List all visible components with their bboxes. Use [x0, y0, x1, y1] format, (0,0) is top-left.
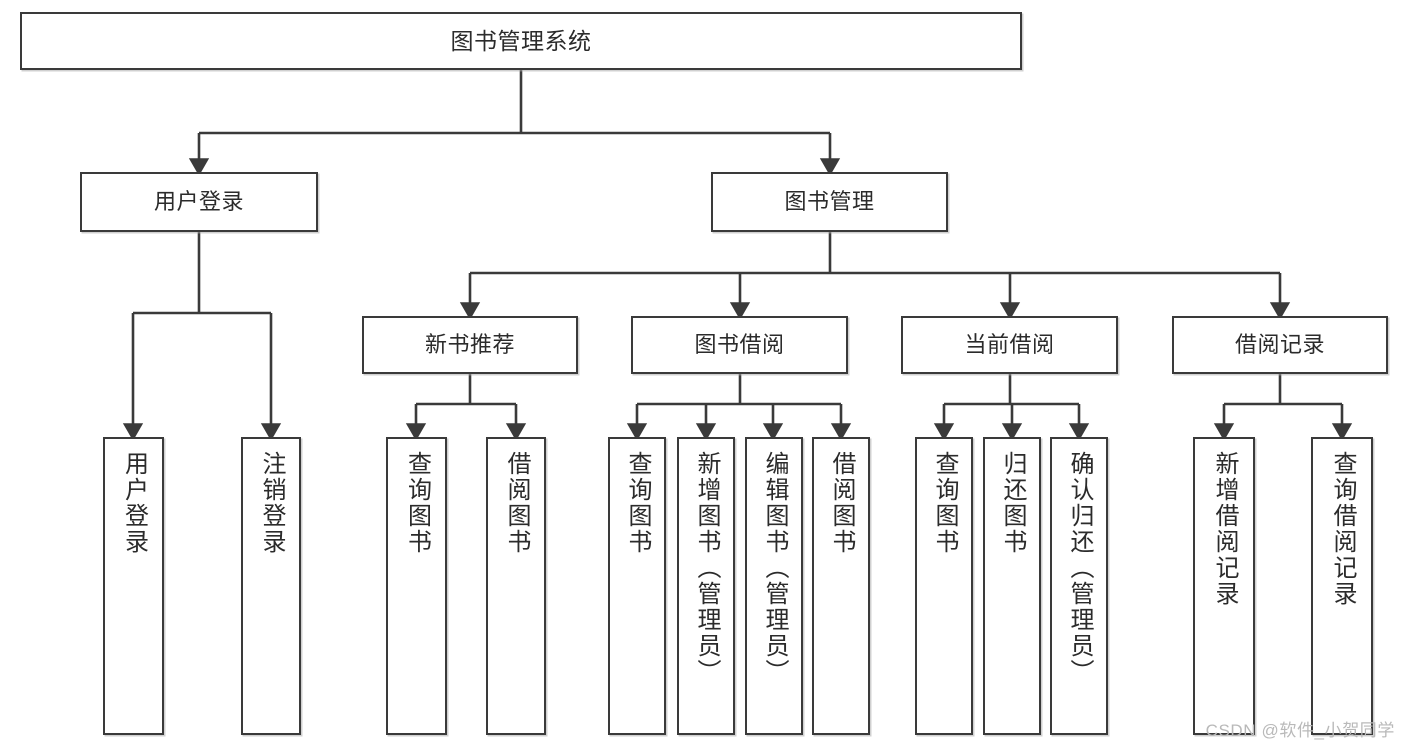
node-borrow-record[interactable]: 借阅记录	[1172, 316, 1388, 374]
node-label: 查询图书	[930, 451, 958, 555]
node-leaf-user-login[interactable]: 用户登录	[103, 437, 164, 735]
node-label: 查询图书	[403, 451, 431, 555]
node-label: 图书借阅	[694, 332, 785, 358]
node-leaf-borrow-book-2[interactable]: 借阅图书	[812, 437, 870, 735]
node-leaf-logout[interactable]: 注销登录	[241, 437, 301, 735]
node-leaf-edit-book[interactable]: 编辑图书（管理员）	[745, 437, 803, 735]
node-root-system[interactable]: 图书管理系统	[20, 12, 1022, 70]
node-leaf-query-book-2[interactable]: 查询图书	[608, 437, 666, 735]
node-label: 新增图书（管理员）	[692, 451, 720, 685]
node-label: 编辑图书（管理员）	[760, 451, 788, 685]
node-label: 确认归还（管理员）	[1065, 451, 1093, 685]
node-label: 图书管理	[784, 189, 875, 215]
node-label: 新增借阅记录	[1210, 451, 1238, 607]
node-label: 图书管理系统	[450, 27, 592, 54]
node-label: 新书推荐	[424, 332, 515, 358]
node-label: 注销登录	[257, 451, 285, 555]
node-label: 查询图书	[623, 451, 651, 555]
node-label: 借阅图书	[502, 451, 530, 555]
node-current-borrow[interactable]: 当前借阅	[901, 316, 1118, 374]
node-label: 用户登录	[153, 189, 244, 215]
node-leaf-confirm-return[interactable]: 确认归还（管理员）	[1050, 437, 1108, 735]
node-label: 借阅记录	[1234, 332, 1325, 358]
node-label: 借阅图书	[827, 451, 855, 555]
node-label: 用户登录	[120, 451, 148, 555]
node-book-borrow[interactable]: 图书借阅	[631, 316, 848, 374]
node-label: 查询借阅记录	[1328, 451, 1356, 607]
node-book-manage[interactable]: 图书管理	[711, 172, 948, 232]
node-leaf-add-book[interactable]: 新增图书（管理员）	[677, 437, 735, 735]
node-leaf-query-book-3[interactable]: 查询图书	[915, 437, 973, 735]
node-new-book-recommend[interactable]: 新书推荐	[362, 316, 578, 374]
node-leaf-query-book-1[interactable]: 查询图书	[386, 437, 447, 735]
node-leaf-return-book[interactable]: 归还图书	[983, 437, 1041, 735]
node-user-login[interactable]: 用户登录	[80, 172, 318, 232]
node-label: 当前借阅	[964, 332, 1055, 358]
node-leaf-query-record[interactable]: 查询借阅记录	[1311, 437, 1373, 735]
node-leaf-borrow-book-1[interactable]: 借阅图书	[486, 437, 546, 735]
node-label: 归还图书	[998, 451, 1026, 555]
node-leaf-add-record[interactable]: 新增借阅记录	[1193, 437, 1255, 735]
watermark-text: CSDN @软件_小贺同学	[1205, 721, 1395, 740]
